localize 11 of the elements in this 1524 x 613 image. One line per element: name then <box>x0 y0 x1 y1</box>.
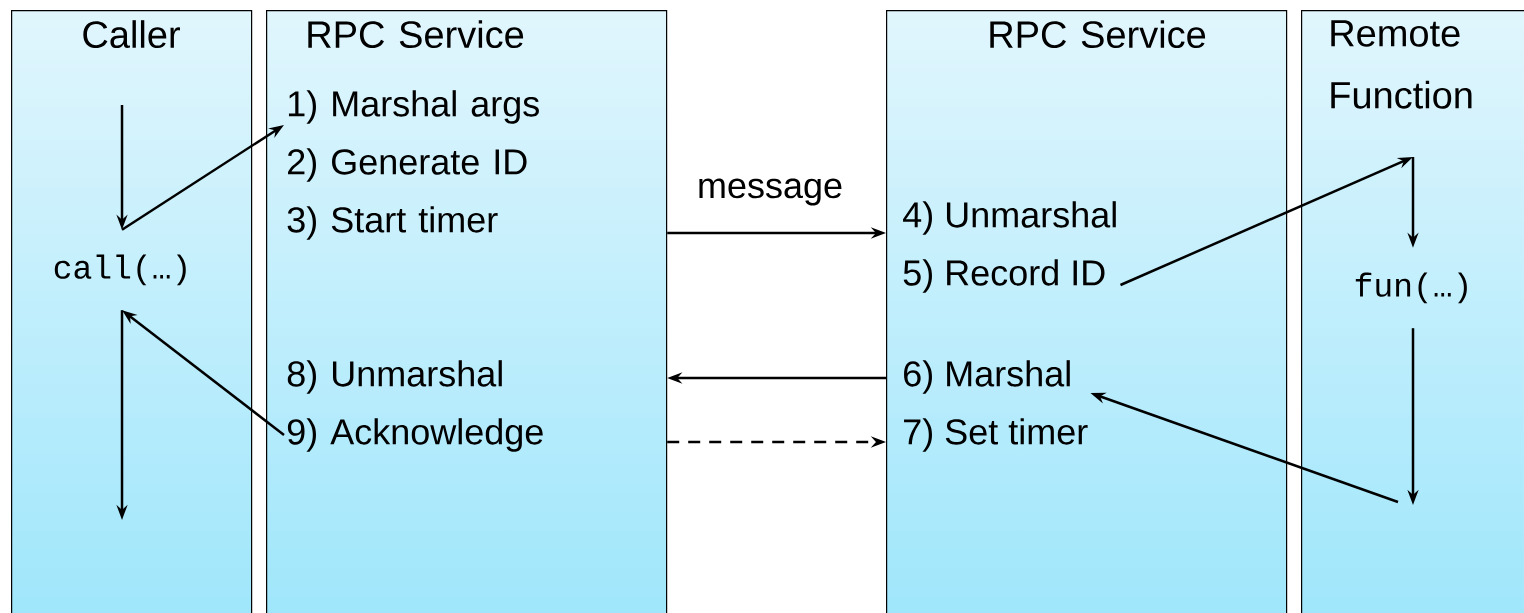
step-list: 4) Unmarshal 5) Record ID <box>903 201 1116 293</box>
step-list: 6) Marshal 7) Set timer <box>904 360 1088 452</box>
step-list: 8) Unmarshal 9) Acknowledge <box>287 360 543 452</box>
lane-heading: Remote Function <box>1331 20 1472 109</box>
lane-heading: Caller <box>83 20 180 49</box>
lane-heading: RPC Service <box>990 20 1206 49</box>
function-call: fun(…) <box>1355 272 1467 304</box>
lane-heading: RPC Service <box>308 20 524 49</box>
function-call: call(…) <box>54 254 186 286</box>
step-list: 1) Marshal args 2) Generate ID 3) Start timer <box>287 90 539 240</box>
edge-label: message <box>699 178 842 206</box>
